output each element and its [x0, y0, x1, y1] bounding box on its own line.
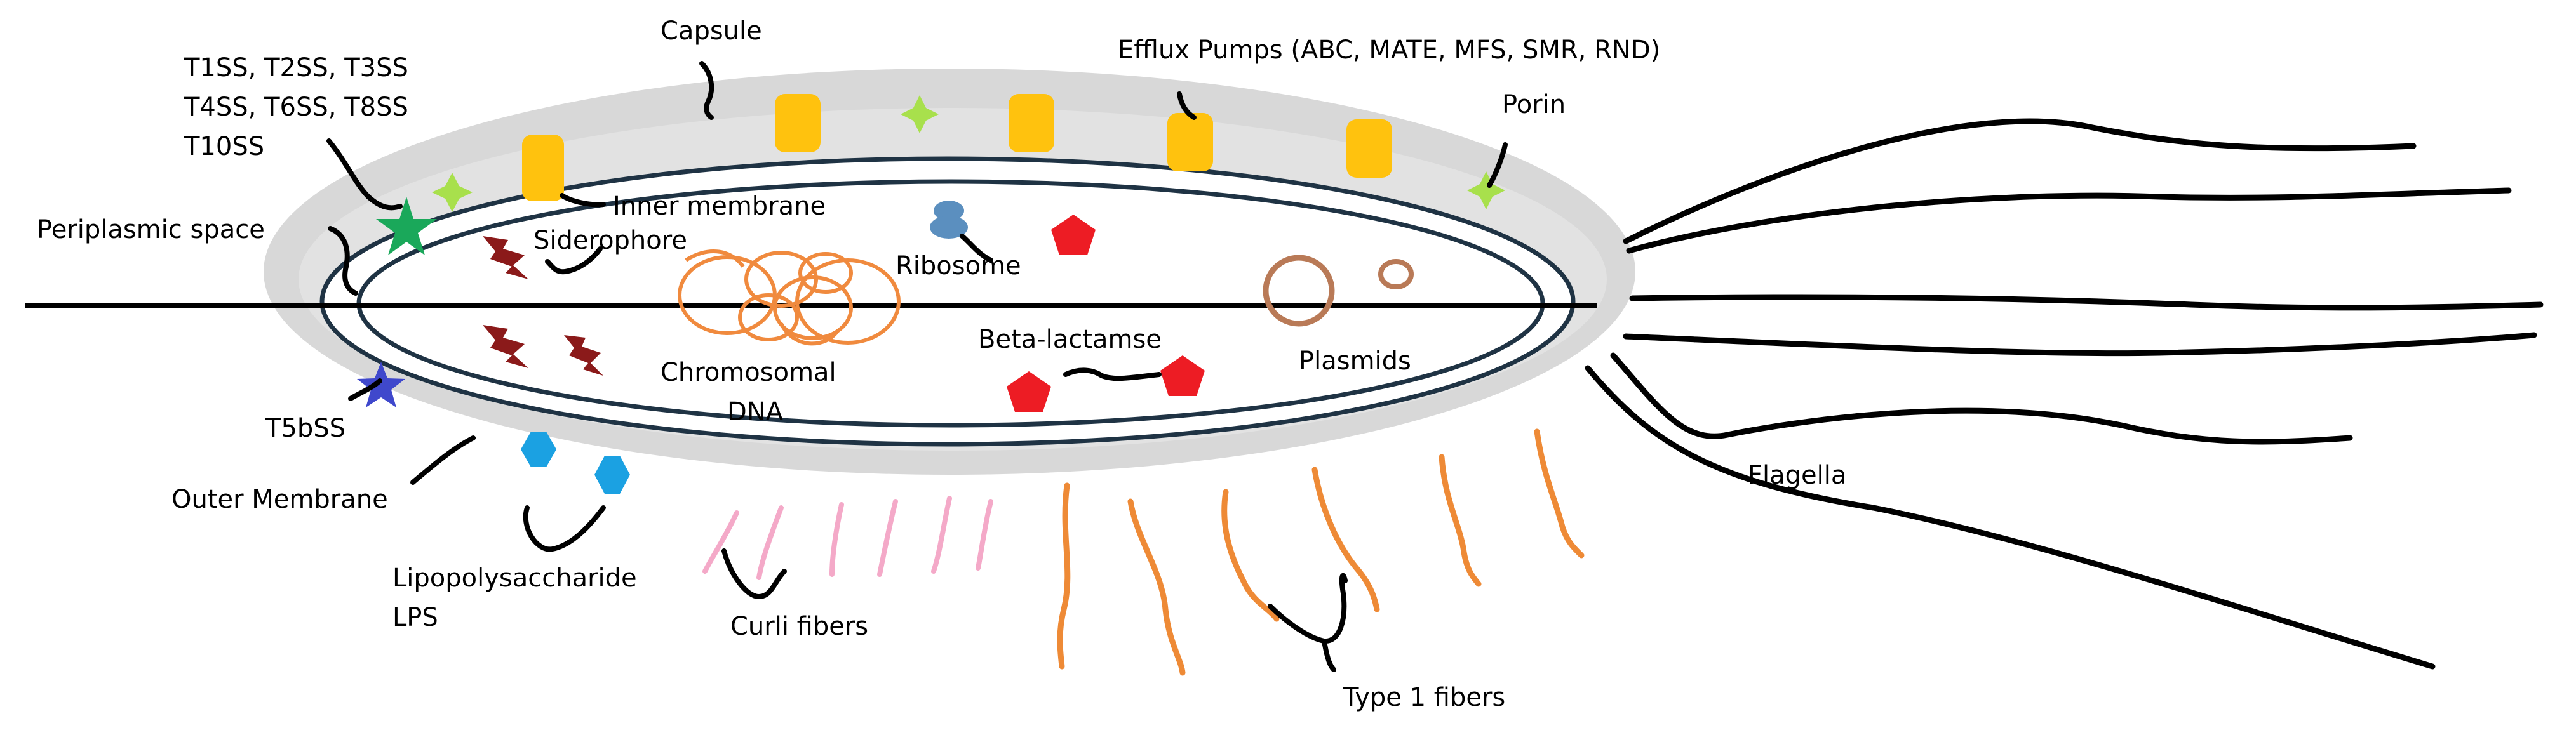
secretion-systems-label: T10SS: [184, 132, 264, 161]
inner-membrane-label: Inner membrane: [613, 192, 826, 221]
efflux-pumps: [522, 94, 1392, 201]
porin: [1467, 171, 1505, 209]
porin: [901, 95, 939, 133]
flagella-label: Flagella: [1748, 461, 1846, 490]
siderophore-label: Siderophore: [533, 226, 687, 255]
t5bss-label: T5bSS: [265, 414, 345, 443]
beta-lactamase: [1160, 355, 1205, 396]
plasmid: [1263, 255, 1335, 327]
flagella: [1585, 118, 2544, 670]
efflux-pump: [1009, 94, 1054, 152]
curli-fibers: [702, 496, 993, 580]
plasmids-label: Plasmids: [1299, 347, 1411, 376]
type1-fibers-label: Type 1 fibers: [1343, 683, 1505, 712]
chromosomal-dna-label: DNA: [727, 397, 784, 427]
porin: [432, 173, 473, 212]
lps-label: Lipopolysaccharide: [392, 564, 637, 593]
efflux-pump: [1346, 119, 1392, 178]
efflux-pumps-label: Efflux Pumps (ABC, MATE, MFS, SMR, RND): [1118, 36, 1660, 65]
lps-label: LPS: [392, 603, 438, 632]
capsule-label: Capsule: [661, 17, 762, 46]
efflux-pump: [522, 135, 564, 201]
chromosomal-dna: [678, 249, 901, 346]
porin-label: Porin: [1502, 90, 1566, 119]
leader-lines: [326, 61, 1508, 672]
efflux-pump: [1167, 113, 1213, 171]
chromosomal-dna-label: Chromosomal: [661, 358, 836, 387]
beta-lactamase: [1051, 215, 1096, 255]
ribosome-label: Ribosome: [896, 251, 1021, 281]
periplasmic-space-label: Periplasmic space: [37, 215, 265, 244]
beta-lactamase: [1007, 371, 1051, 412]
lps-hexagon: [521, 432, 556, 467]
type1-fibers: [1057, 428, 1585, 676]
secretion-system-star: [376, 197, 437, 255]
t5bss-star: [357, 362, 405, 407]
siderophores: [483, 236, 603, 376]
siderophore: [564, 335, 603, 376]
curli-fibers-label: Curli fibers: [730, 612, 868, 641]
plasmid: [1378, 259, 1414, 289]
siderophore: [483, 325, 528, 368]
efflux-pump: [775, 94, 821, 152]
outer-membrane-label: Outer Membrane: [171, 485, 388, 514]
lps-hexagon: [594, 456, 630, 494]
secretion-systems-label: T4SS, T6SS, T8SS: [184, 93, 408, 122]
ribosome-icon: [930, 201, 968, 239]
siderophore: [483, 236, 528, 279]
secretion-systems-label: T1SS, T2SS, T3SS: [184, 53, 408, 83]
beta-lactamase-label: Beta-lactamse: [978, 325, 1162, 354]
